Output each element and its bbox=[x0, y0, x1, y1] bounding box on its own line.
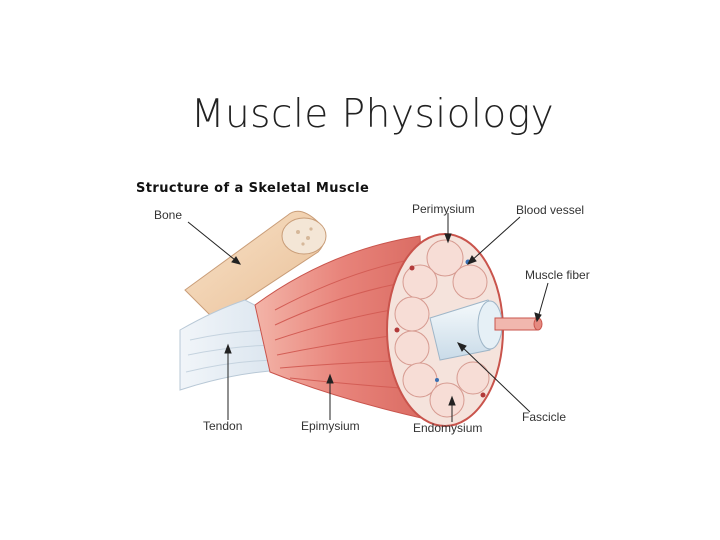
label-endomysium: Endomysium bbox=[413, 421, 483, 435]
label-perimysium: Perimysium bbox=[412, 202, 475, 216]
vessel-dot bbox=[435, 378, 439, 382]
muscle-fiber-shape bbox=[494, 317, 543, 331]
label-fascicle: Fascicle bbox=[522, 410, 567, 424]
vessel-dot bbox=[409, 265, 415, 271]
figure-title: Structure of a Skeletal Muscle bbox=[136, 181, 370, 196]
label-epimysium: Epimysium bbox=[301, 419, 360, 433]
leader-lines bbox=[187, 213, 549, 422]
label-muscle-fiber: Muscle fiber bbox=[525, 268, 590, 282]
label-bone: Bone bbox=[154, 208, 183, 222]
bone-shape bbox=[184, 210, 327, 321]
label-tendon: Tendon bbox=[203, 419, 243, 433]
slide-title: Muscle Physiology bbox=[190, 92, 555, 137]
fascicle-bundles bbox=[394, 239, 490, 418]
vessel-dot bbox=[394, 327, 400, 333]
vessel-dot bbox=[480, 392, 486, 398]
label-blood-vessel: Blood vessel bbox=[516, 203, 585, 217]
